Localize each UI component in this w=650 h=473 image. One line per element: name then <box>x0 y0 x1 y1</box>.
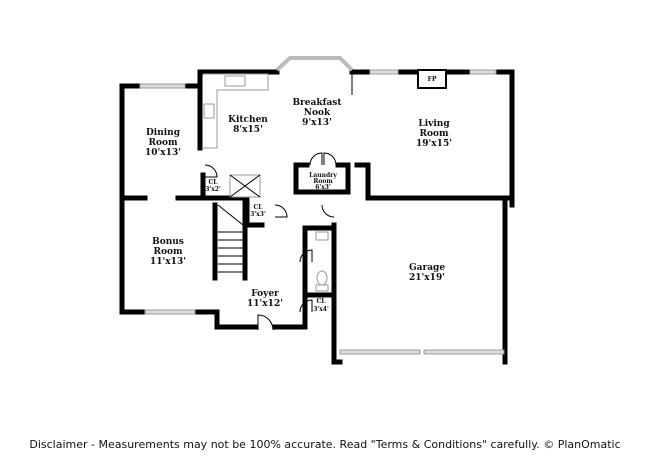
garage-size: 21'x19' <box>409 273 445 283</box>
closet-1-size: 3'x2' <box>205 186 221 193</box>
foyer-name: Foyer <box>251 289 279 299</box>
room-label-closet-2: CL 3'x3' <box>250 204 266 218</box>
closet-2-size: 3'x3' <box>250 211 266 218</box>
room-label-breakfast-nook: Breakfast Nook 9'x13' <box>292 98 342 128</box>
dining-name-2: Room <box>148 138 177 148</box>
room-label-dining-room: Dining Room 10'x13' <box>145 128 181 158</box>
kitchen-counter <box>203 73 269 149</box>
bay-window <box>275 56 354 95</box>
room-label-living-room: Living Room 19'x15' <box>416 119 452 149</box>
closet-2-name: CL <box>254 204 264 211</box>
room-label-garage: Garage 21'x19' <box>409 263 445 283</box>
stairs <box>217 174 261 273</box>
nook-name-2: Nook <box>304 108 331 118</box>
laundry-name-2: Room <box>313 178 333 185</box>
closet-3-name: CL <box>317 298 327 305</box>
disclaimer: Disclaimer - Measurements may not be 100… <box>29 438 621 451</box>
bonus-name-2: Room <box>153 247 182 257</box>
bonus-name-1: Bonus <box>152 237 184 247</box>
living-size: 19'x15' <box>416 139 452 149</box>
living-name-1: Living <box>418 119 450 129</box>
room-label-closet-1: CL 3'x2' <box>205 179 221 193</box>
garage-name: Garage <box>409 263 445 273</box>
nook-size: 9'x13' <box>302 118 332 128</box>
living-name-2: Room <box>419 129 448 139</box>
bathroom-fixtures <box>315 231 329 292</box>
dining-size: 10'x13' <box>145 148 181 158</box>
doors <box>204 152 337 331</box>
room-label-foyer: Foyer 11'x12' <box>247 289 283 309</box>
fireplace-box <box>417 69 447 89</box>
dining-name-1: Dining <box>146 128 181 138</box>
closet-1-name: CL <box>209 179 219 186</box>
windows <box>139 69 497 315</box>
closet-3-size: 3'x4' <box>313 306 329 313</box>
kitchen-size: 8'x15' <box>233 125 263 135</box>
room-label-kitchen: Kitchen 8'x15' <box>228 115 268 135</box>
foyer-size: 11'x12' <box>247 299 283 309</box>
nook-name-1: Breakfast <box>292 98 342 108</box>
laundry-size: 6'x3' <box>315 184 331 191</box>
room-label-bonus-room: Bonus Room 11'x13' <box>150 237 186 267</box>
laundry-name-1: Laundry <box>309 172 337 179</box>
garage-doors <box>339 349 505 355</box>
fireplace-label: FP <box>428 76 437 83</box>
room-label-closet-3: CL 3'x4' <box>313 298 329 313</box>
room-label-laundry-room: Laundry Room 6'x3' <box>309 172 337 191</box>
bonus-size: 11'x13' <box>150 257 186 267</box>
kitchen-name: Kitchen <box>228 115 268 125</box>
